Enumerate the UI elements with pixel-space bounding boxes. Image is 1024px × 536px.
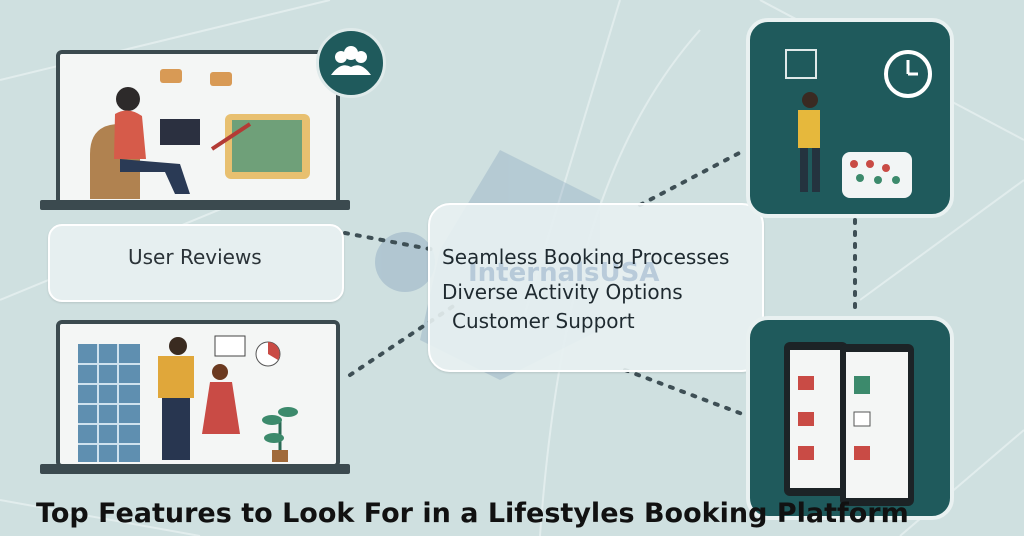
- users-group-icon: [316, 28, 386, 98]
- scheduling-tile: [746, 18, 954, 218]
- clock-icon: [785, 49, 932, 198]
- feature-customer-support: Customer Support: [452, 309, 635, 333]
- laptop-illustration-top: [56, 50, 340, 206]
- person-with-laptop-illustration: [90, 69, 310, 199]
- people-discussing-illustration: [78, 335, 281, 462]
- laptop-base-bottom: [40, 464, 350, 474]
- laptop-base-top: [40, 200, 350, 210]
- user-reviews-card: [48, 224, 344, 302]
- features-card: [428, 203, 764, 372]
- smartphone-icon: [840, 344, 914, 506]
- page-title: Top Features to Look For in a Lifestyles…: [36, 498, 909, 529]
- tablet-icon: [784, 342, 848, 496]
- feature-diverse-activity: Diverse Activity Options: [442, 280, 683, 304]
- mobile-devices-tile: [746, 316, 954, 520]
- feature-seamless-booking: Seamless Booking Processes: [442, 245, 730, 269]
- watermark-text: InternalsUSA: [468, 258, 660, 288]
- user-reviews-label: User Reviews: [128, 245, 262, 269]
- laptop-illustration-bottom: [56, 320, 340, 468]
- plant-icon: [262, 407, 298, 462]
